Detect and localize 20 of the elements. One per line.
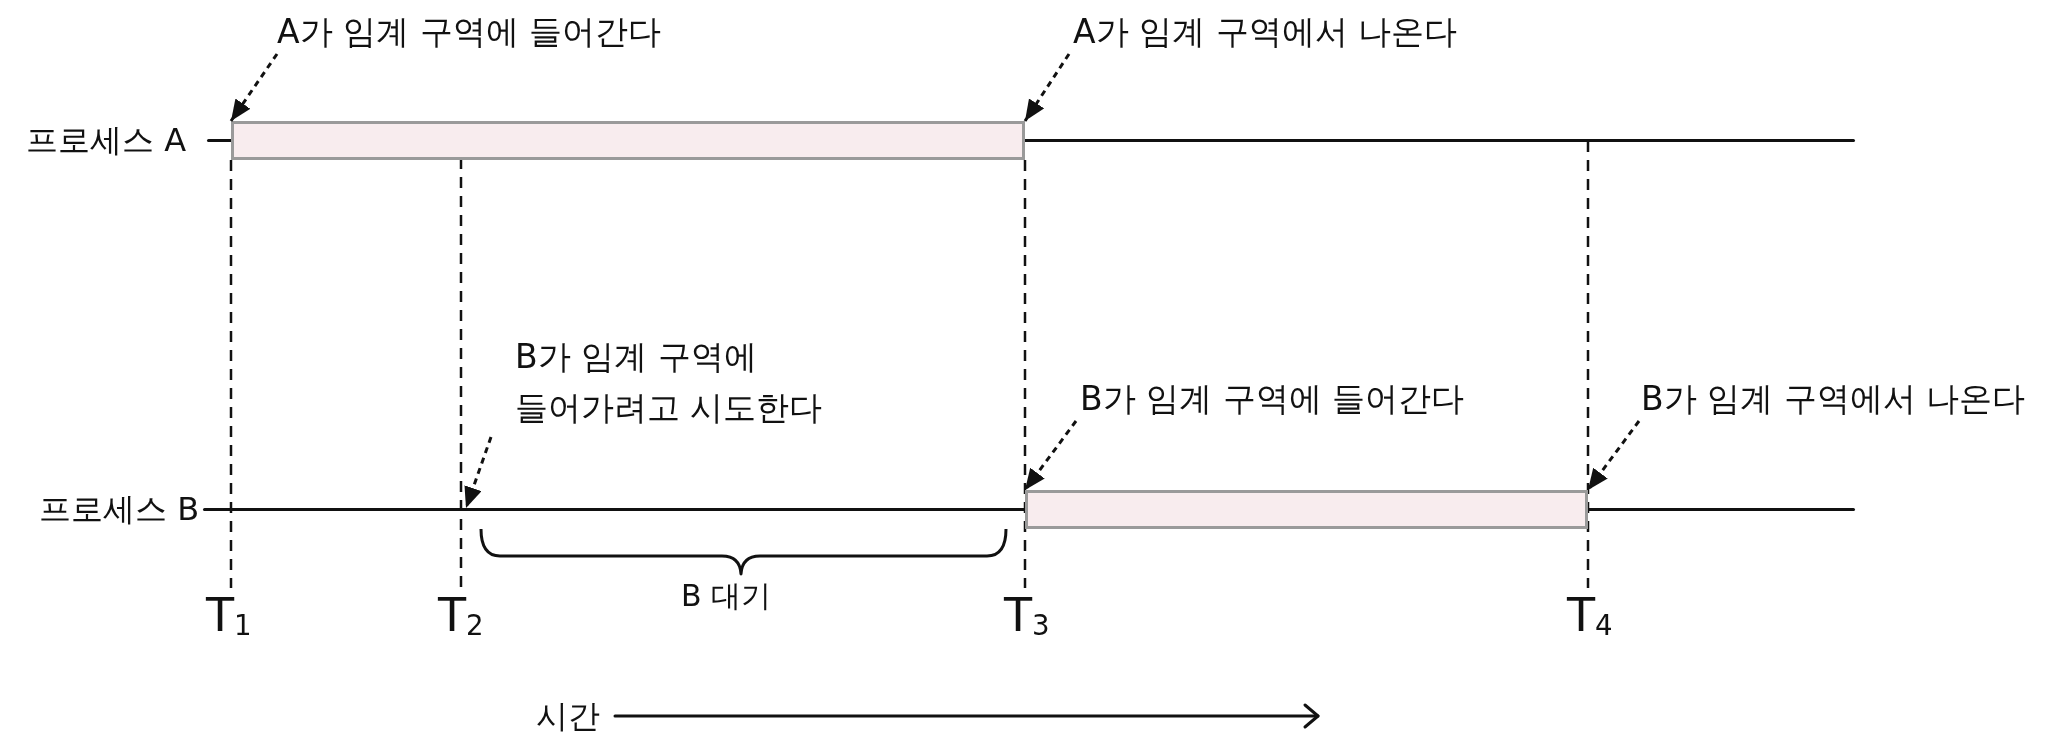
- process-label: 프로세스 B: [39, 490, 200, 528]
- leader-arrow: [1586, 420, 1641, 491]
- leader-arrow: [1023, 420, 1078, 491]
- critical-section-bar: [231, 121, 1025, 160]
- process-label: 프로세스 A: [26, 121, 187, 159]
- brace-label: B 대기: [681, 578, 772, 614]
- annotation-text: A가 임계 구역에서 나온다: [1073, 13, 1458, 51]
- leader-arrow: [1023, 53, 1071, 122]
- axis-label: 시간: [536, 697, 600, 735]
- critical-section-bar: [1025, 490, 1588, 529]
- time-label: T$_{4}$: [1567, 590, 1613, 640]
- leader-arrow: [229, 53, 279, 122]
- time-label: T$_{2}$: [438, 590, 484, 640]
- annotation-text: A가 임계 구역에 들어간다: [277, 13, 662, 51]
- annotation-text: B가 임계 구역에서 나온다: [1641, 380, 2026, 418]
- time-label: T$_{1}$: [206, 590, 252, 640]
- annotation-text: B가 임계 구역에 들어간다: [1080, 380, 1465, 418]
- time-label: T$_{3}$: [1004, 590, 1050, 640]
- leader-arrow: [464, 436, 493, 509]
- annotation-text: B가 임계 구역에 들어가려고 시도한다: [515, 331, 845, 433]
